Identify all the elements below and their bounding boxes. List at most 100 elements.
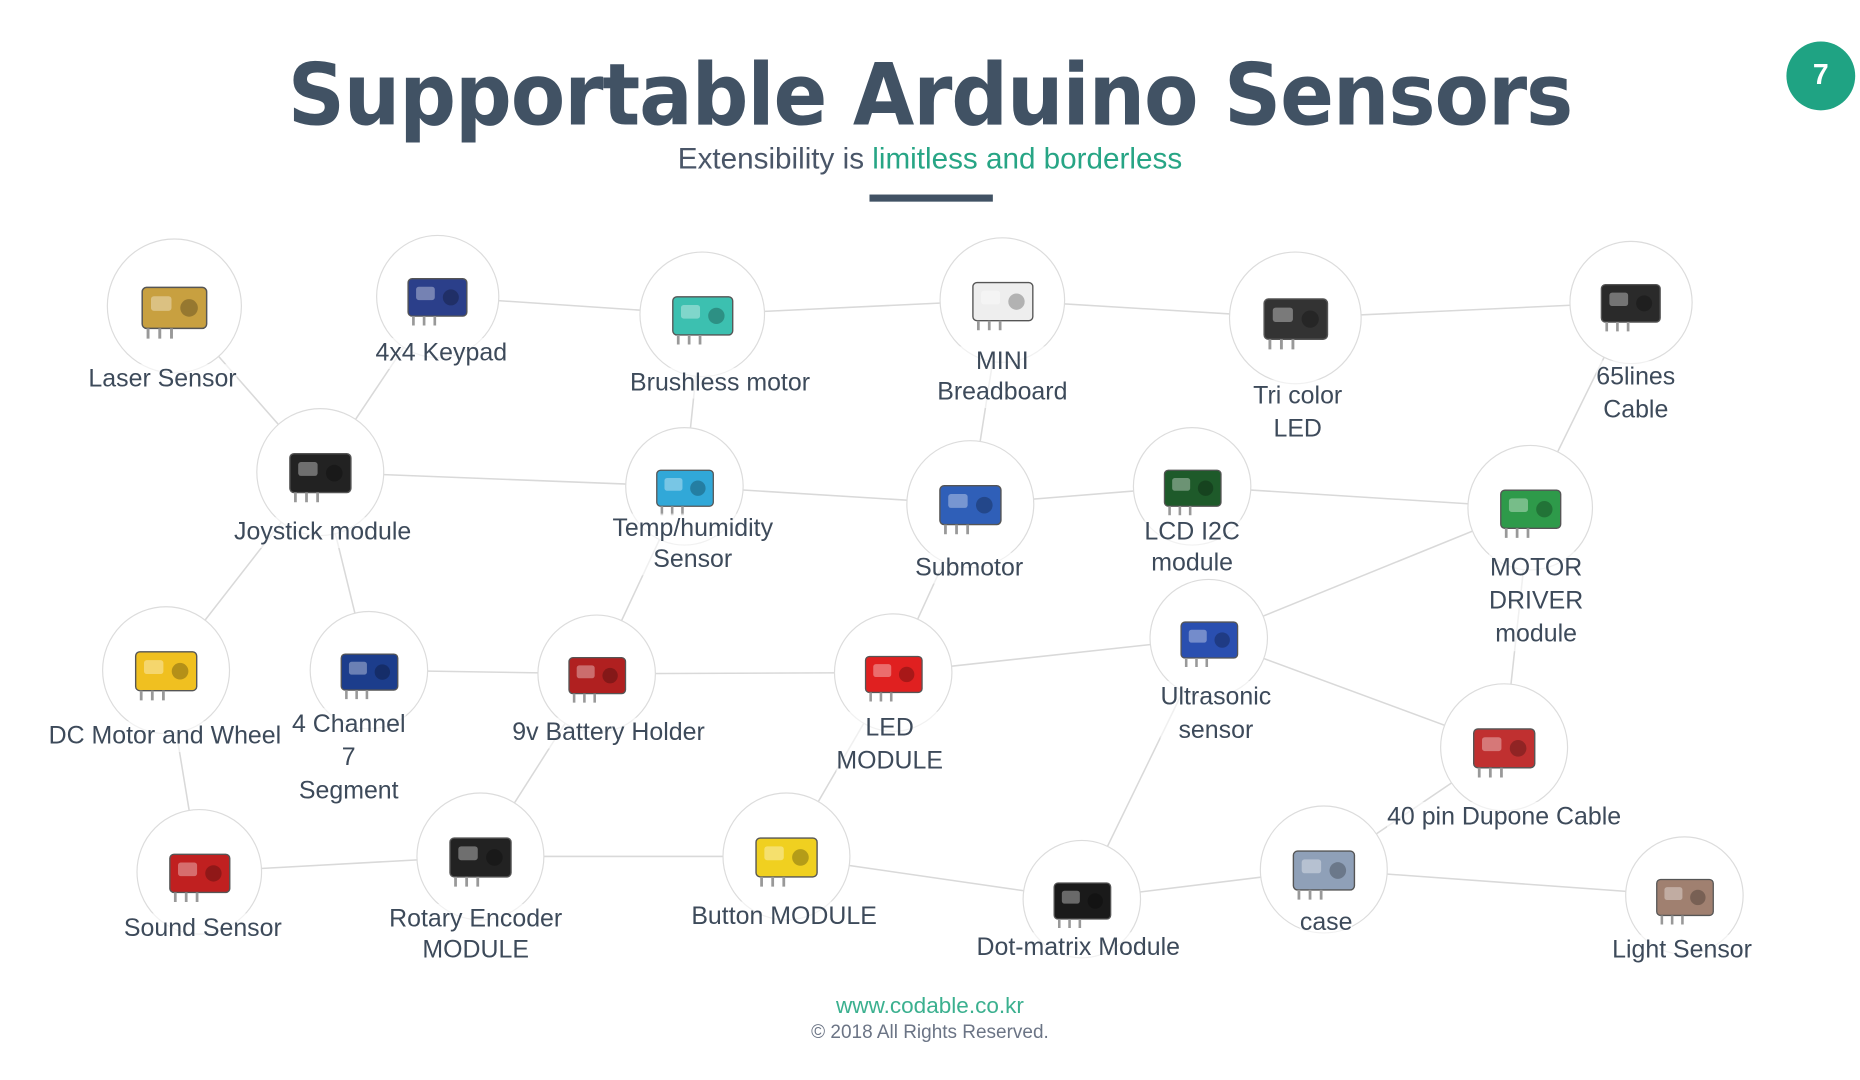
sound-sensor-icon: [168, 853, 230, 902]
seven-segment-icon: [339, 652, 398, 699]
sensor-node[interactable]: [1467, 444, 1594, 571]
rotary-encoder-icon: [449, 837, 512, 887]
motor-driver-icon: [1499, 489, 1561, 538]
cable-icon: [1600, 284, 1662, 332]
sensor-node[interactable]: [639, 251, 766, 378]
sensor-label-line: 7: [341, 743, 356, 772]
led-module-icon: [864, 655, 923, 701]
led-icon: [1262, 298, 1328, 350]
page-subtitle: Extensibility is limitless and borderles…: [0, 142, 1860, 176]
button-module-icon: [755, 837, 818, 887]
sensor-label-line: module: [1495, 620, 1577, 648]
dot-matrix-icon: [1052, 881, 1111, 928]
sensor-node[interactable]: [376, 234, 500, 359]
sensor-label-line: Joystick module: [234, 518, 412, 546]
page-number-badge: 7: [1786, 41, 1856, 111]
sensor-node[interactable]: [106, 238, 242, 374]
motor-icon: [671, 295, 733, 345]
sensor-label: Joystick module: [234, 517, 412, 549]
sensor-label: Dot-matrix Module: [976, 932, 1181, 964]
sensor-label-line: 9v Battery Holder: [512, 718, 705, 747]
sensor-label-line: Temp/humidity: [612, 514, 774, 543]
page-title: Supportable Arduino Sensors: [287, 45, 1574, 145]
ultrasonic-icon: [1179, 620, 1238, 667]
sensor-label-line: 40 pin Dupone Cable: [1387, 803, 1622, 831]
sensor-node[interactable]: [939, 237, 1066, 363]
sensor-node[interactable]: [416, 792, 545, 921]
sensor-label-line: Brushless motor: [630, 368, 811, 397]
sensor-label: Sound Sensor: [123, 913, 282, 945]
dupont-cable-icon: [1472, 728, 1536, 778]
sensor-label: case: [1299, 907, 1353, 939]
sensor-label: Submotor: [915, 552, 1024, 584]
joystick-icon: [289, 453, 352, 503]
sensor-label-line: MINI: [976, 347, 1029, 375]
sensor-label-line: Segment: [298, 776, 399, 805]
sensor-label-line: MODULE: [836, 747, 943, 775]
sensor-label-line: Submotor: [915, 553, 1024, 582]
case-icon: [1292, 850, 1356, 901]
sensor-node[interactable]: [1440, 683, 1569, 812]
sensor-label: Button MODULE: [691, 901, 877, 933]
sensor-label: Light Sensor: [1612, 934, 1752, 966]
breadboard-icon: [971, 281, 1033, 331]
sensor-label: 40 pin Dupone Cable: [1387, 801, 1622, 833]
dht-sensor-icon: [655, 468, 714, 515]
subtitle-accent: limitless and borderless: [872, 142, 1183, 176]
sensor-node[interactable]: [102, 606, 231, 735]
sensor-label-line: Laser Sensor: [88, 365, 237, 393]
sensor-label-line: DRIVER: [1489, 587, 1584, 615]
sensor-node[interactable]: [1228, 251, 1362, 385]
sensor-label: 9v Battery Holder: [512, 717, 705, 749]
sensor-node[interactable]: [906, 440, 1035, 569]
sensor-label-line: Ultrasonic: [1160, 683, 1272, 711]
sensor-label: Laser Sensor: [88, 364, 237, 396]
battery-holder-icon: [567, 656, 626, 703]
sensor-node[interactable]: [1149, 578, 1269, 698]
sensor-label-line: case: [1299, 908, 1353, 936]
sensor-label-line: MOTOR: [1489, 553, 1583, 582]
sensor-label: MINI Breadboard: [937, 346, 1068, 409]
sensor-label-line: module: [1151, 549, 1233, 577]
sensor-label-line: Sound Sensor: [123, 914, 282, 942]
sensor-label-line: Sensor: [653, 545, 733, 573]
sensor-label: DC Motor and Wheel: [48, 721, 282, 753]
sensor-label: Brushless motor: [630, 367, 811, 399]
keypad-icon: [407, 278, 468, 326]
sensor-label-line: Button MODULE: [691, 902, 877, 930]
sensor-label-line: LCD I2C: [1144, 518, 1240, 546]
sensor-label-line: 65lines: [1596, 362, 1676, 391]
title-divider: [869, 194, 993, 202]
sensor-label: MOTOR DRIVER module: [1489, 551, 1584, 652]
sensor-label-line: Cable: [1603, 396, 1669, 424]
lcd-icon: [1163, 468, 1222, 515]
sensor-node[interactable]: [1569, 240, 1693, 365]
sensor-node[interactable]: [537, 614, 656, 734]
wheel-icon: [134, 651, 198, 701]
sensor-label: 4x4 Keypad: [375, 338, 508, 369]
sensor-label-line: LED: [865, 714, 914, 742]
sensor-label-line: 4x4 Keypad: [375, 339, 508, 367]
footer-copyright: © 2018 All Rights Reserved.: [811, 1022, 1049, 1043]
sensor-label-line: 4 Channel: [291, 710, 406, 738]
sensor-label-line: Rotary Encoder: [389, 905, 563, 933]
sensor-label-line: MODULE: [422, 935, 529, 964]
sensor-node[interactable]: [722, 792, 851, 921]
sensor-label-line: Dot-matrix Module: [976, 933, 1181, 961]
sensor-label-line: Breadboard: [937, 378, 1068, 406]
laser-sensor-icon: [141, 286, 208, 339]
footer-website-link[interactable]: www.codable.co.kr: [836, 994, 1024, 1019]
sensor-label: LCD I2C module: [1144, 517, 1240, 579]
sensor-label-line: DC Motor and Wheel: [48, 722, 282, 750]
sensor-label-line: LED: [1273, 415, 1322, 443]
sensor-label: LED MODULE: [836, 711, 943, 779]
servo-icon: [939, 485, 1002, 535]
sensor-label-line: Light Sensor: [1612, 935, 1752, 964]
